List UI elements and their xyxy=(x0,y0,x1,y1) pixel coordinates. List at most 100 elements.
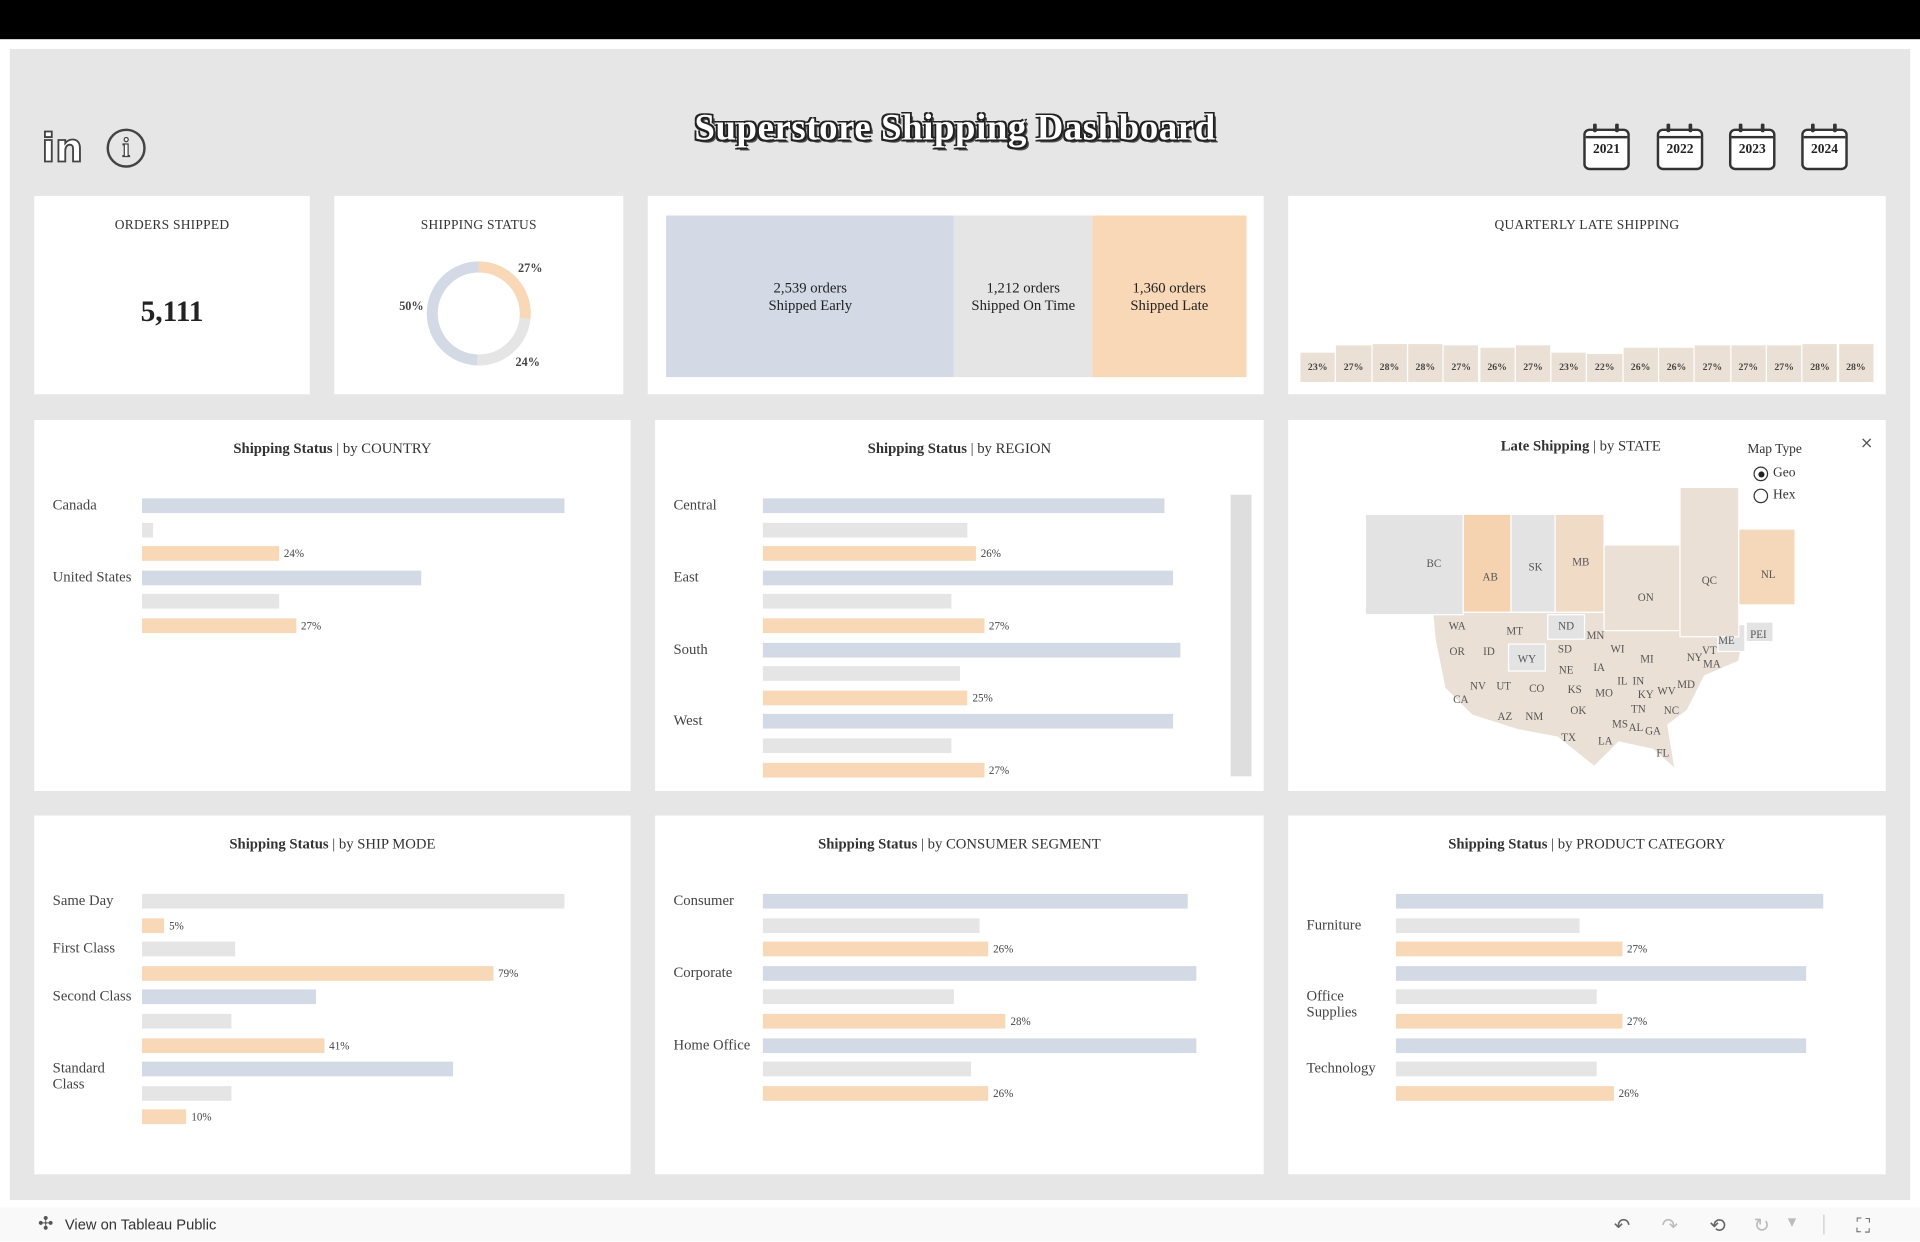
quarterly-bar[interactable]: 27% xyxy=(1730,345,1766,383)
shipping-status-donut: 27%24%50% xyxy=(399,261,542,369)
chart-title-rest: | by REGION xyxy=(966,439,1052,457)
refresh-dropdown-icon[interactable]: ▼ xyxy=(1787,1217,1797,1230)
bar-early[interactable] xyxy=(142,570,422,586)
bar-early[interactable] xyxy=(762,642,1181,658)
quarterly-bar[interactable]: 27% xyxy=(1695,345,1730,383)
quarterly-bar[interactable]: 28% xyxy=(1838,343,1874,383)
bar-on_time[interactable] xyxy=(1395,1061,1597,1077)
quarterly-bar[interactable]: 28% xyxy=(1802,343,1838,383)
quarterly-bar[interactable]: 26% xyxy=(1623,347,1658,383)
late-pct-label: 26% xyxy=(1618,1087,1639,1100)
late-pct-label: 41% xyxy=(329,1039,350,1052)
quarterly-bar[interactable]: 27% xyxy=(1336,345,1371,383)
bar-early[interactable] xyxy=(142,498,565,514)
bar-early[interactable] xyxy=(762,965,1197,981)
quarterly-bar[interactable]: 28% xyxy=(1408,343,1443,383)
refresh-icon[interactable]: ↻ xyxy=(1753,1213,1770,1237)
late-pct-label: 26% xyxy=(993,943,1014,956)
bar-on_time[interactable] xyxy=(142,1085,231,1101)
year-filter-2024-button[interactable]: 2024 xyxy=(1801,123,1848,171)
bar-on_time[interactable] xyxy=(142,893,565,909)
bar-early[interactable] xyxy=(1395,1037,1807,1053)
bar-early[interactable] xyxy=(142,1061,454,1077)
undo-icon[interactable]: ↶ xyxy=(1613,1213,1631,1237)
bar-late[interactable] xyxy=(1395,941,1623,957)
late-pct-label: 27% xyxy=(988,763,1010,776)
bar-late[interactable] xyxy=(762,618,985,634)
bar-on_time[interactable] xyxy=(1395,989,1597,1005)
view-on-tableau-link[interactable]: View on Tableau Public xyxy=(64,1215,217,1234)
bar-late[interactable] xyxy=(142,618,297,634)
bar-late[interactable] xyxy=(762,941,989,957)
quarterly-bar[interactable]: 26% xyxy=(1479,347,1515,383)
bar-on_time[interactable] xyxy=(142,1013,231,1029)
bar-late[interactable] xyxy=(1395,1013,1623,1029)
bar-on_time[interactable] xyxy=(762,522,968,538)
year-filter-2023-button[interactable]: 2023 xyxy=(1728,123,1776,171)
bar-late[interactable] xyxy=(142,1109,187,1125)
late-pct-label: 27% xyxy=(300,619,322,632)
quarterly-bar[interactable]: 27% xyxy=(1766,345,1802,383)
revert-icon[interactable]: ⟲ xyxy=(1709,1213,1726,1237)
bar-late[interactable] xyxy=(1395,1085,1614,1101)
bar-late[interactable] xyxy=(142,546,279,562)
bar-early[interactable] xyxy=(762,1037,1197,1053)
year-label: 2022 xyxy=(1666,142,1694,157)
late-pct-label: 27% xyxy=(1626,943,1648,956)
bar-on_time[interactable] xyxy=(142,941,236,957)
bar-on_time[interactable] xyxy=(762,1061,971,1077)
bar-late[interactable] xyxy=(142,1037,325,1053)
quarterly-bar-label: 27% xyxy=(1451,361,1472,373)
radio-hex[interactable] xyxy=(1753,488,1769,504)
quarterly-bar[interactable]: 22% xyxy=(1587,353,1623,383)
late-pct-label: 79% xyxy=(498,967,519,980)
bar-late[interactable] xyxy=(762,690,968,706)
bar-late[interactable] xyxy=(142,917,165,933)
bar-on_time[interactable] xyxy=(762,917,980,933)
bar-on_time[interactable] xyxy=(762,594,952,610)
bar-on_time[interactable] xyxy=(762,989,954,1005)
bar-on_time[interactable] xyxy=(142,522,154,538)
bar-on_time[interactable] xyxy=(142,594,279,610)
bar-early[interactable] xyxy=(762,570,1173,586)
bar-late[interactable] xyxy=(762,1013,1006,1029)
bar-early[interactable] xyxy=(1395,965,1807,981)
bar-on_time[interactable] xyxy=(762,666,960,682)
year-filter-2021-button[interactable]: 2021 xyxy=(1583,123,1630,171)
late-pct-label: 25% xyxy=(972,691,993,704)
close-icon[interactable]: × xyxy=(1860,434,1874,454)
bar-early[interactable] xyxy=(142,989,316,1005)
bar-late[interactable] xyxy=(762,1085,989,1101)
late-pct-label: 27% xyxy=(988,619,1010,632)
linkedin-icon[interactable]: in xyxy=(41,124,84,172)
quarterly-bar[interactable]: 23% xyxy=(1300,352,1336,383)
quarterly-bar[interactable]: 26% xyxy=(1659,347,1694,383)
map-type-label: Map Type xyxy=(1747,442,1802,457)
bar-early[interactable] xyxy=(762,714,1173,730)
quarterly-bar-label: 28% xyxy=(1810,361,1830,373)
bar-early[interactable] xyxy=(762,498,1165,514)
bar-late[interactable] xyxy=(762,546,976,562)
late-pct-label: 27% xyxy=(1626,1015,1648,1028)
bar-on_time[interactable] xyxy=(762,738,952,754)
bar-late[interactable] xyxy=(762,762,985,778)
radio-geo[interactable] xyxy=(1753,466,1769,482)
info-icon[interactable]: i xyxy=(106,128,146,168)
bar-on_time[interactable] xyxy=(1395,917,1581,933)
year-filter-2022-button[interactable]: 2022 xyxy=(1656,123,1704,171)
bar-early[interactable] xyxy=(1395,893,1824,909)
quarterly-bar[interactable]: 28% xyxy=(1372,343,1407,383)
quarterly-bar[interactable]: 27% xyxy=(1515,345,1551,383)
quarterly-bar[interactable]: 27% xyxy=(1443,345,1479,383)
redo-icon[interactable]: ↷ xyxy=(1661,1213,1679,1237)
fullscreen-icon[interactable]: ⛶ xyxy=(1856,1213,1871,1237)
quarterly-title: QUARTERLY LATE SHIPPING xyxy=(1494,217,1680,233)
quarterly-bar[interactable]: 23% xyxy=(1551,352,1587,383)
bar-late[interactable] xyxy=(142,965,494,981)
bar-early[interactable] xyxy=(762,893,1188,909)
region-scrollbar[interactable] xyxy=(1230,494,1252,777)
